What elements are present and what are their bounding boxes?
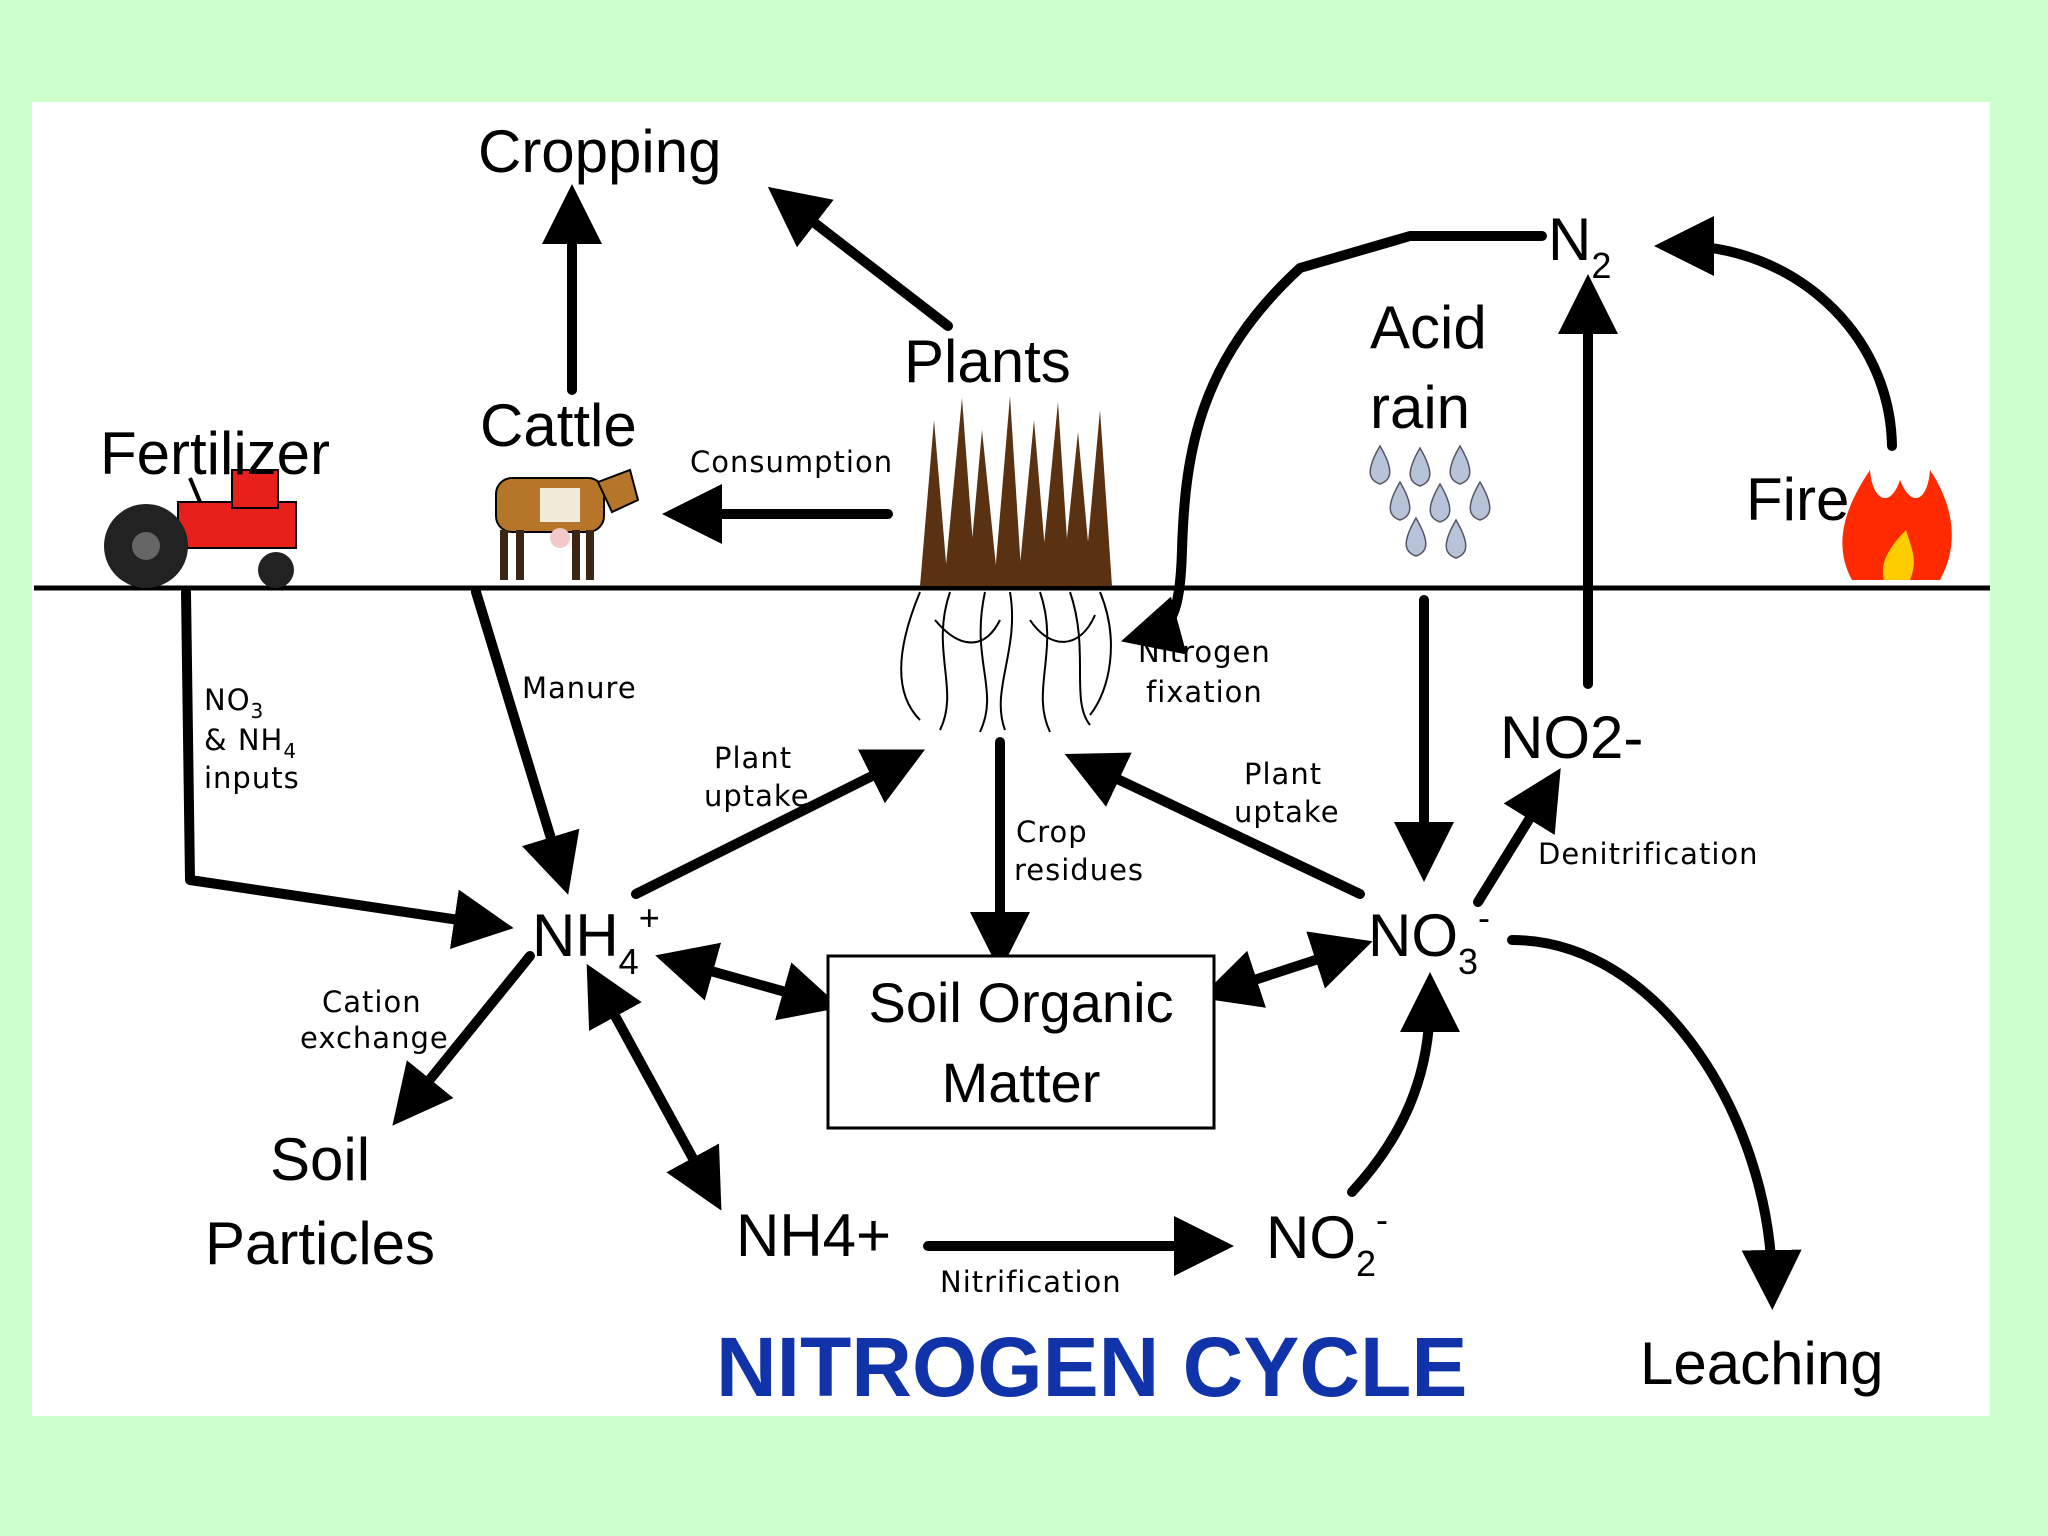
label-crop-residues-2: residues: [1014, 853, 1144, 887]
label-inputs-1: NO3: [204, 683, 264, 723]
label-leaching: Leaching: [1640, 1330, 1884, 1397]
arrow-plants-to-cropping: [767, 186, 953, 331]
label-no3: NO3-: [1368, 897, 1490, 982]
label-inputs-2: & NH4: [204, 723, 297, 763]
diagram-title: NITROGEN CYCLE: [716, 1320, 1467, 1414]
label-acid-rain-1: Acid: [1370, 294, 1487, 361]
label-plant-uptake-right-2: uptake: [1234, 795, 1340, 829]
arrow-cation-exchange: [392, 951, 535, 1126]
label-cation-exchange-1: Cation: [322, 985, 422, 1019]
label-nh4: NH4+: [532, 897, 660, 982]
label-manure: Manure: [522, 671, 637, 705]
arrow-nh4-nh4plus: [586, 963, 722, 1211]
label-soil-particles-2: Particles: [205, 1210, 435, 1277]
label-consumption: Consumption: [690, 445, 893, 479]
soil-organic-matter-box: [826, 954, 1216, 1130]
label-som-2: Matter: [942, 1051, 1101, 1114]
fire-icon: [1842, 470, 1952, 580]
label-nitrogen-fixation-2: fixation: [1146, 675, 1263, 709]
arrow-fertilizer-to-nh4: [181, 587, 514, 949]
raindrops-icon: [1369, 444, 1491, 559]
plants-icon: [920, 396, 1112, 586]
roots-icon: [900, 591, 1112, 733]
arrow-plant-uptake-right: [1064, 752, 1365, 899]
arrow-leaching: [1507, 935, 1802, 1310]
arrow-manure: [471, 587, 580, 895]
label-plants: Plants: [904, 328, 1071, 395]
label-fire: Fire: [1746, 466, 1849, 533]
label-denitrification: Denitrification: [1538, 837, 1759, 871]
diagram-panel: [32, 102, 1990, 1416]
label-no2-bottom: NO2-: [1266, 1199, 1388, 1284]
label-no2-minus: NO2-: [1500, 704, 1643, 771]
label-plant-uptake-left-1: Plant: [714, 741, 792, 775]
label-soil-particles-1: Soil: [270, 1126, 370, 1193]
arrow-nitrogen-fixation: [1120, 231, 1547, 655]
label-cropping: Cropping: [478, 118, 722, 185]
tractor-icon: [104, 469, 297, 588]
label-acid-rain-2: rain: [1370, 374, 1470, 441]
label-fertilizer: Fertilizer: [100, 420, 330, 487]
label-n2: N2: [1548, 206, 1611, 286]
arrow-nh4-som: [655, 942, 841, 1021]
arrow-no2-to-no3: [1347, 972, 1460, 1197]
arrow-fire-to-n2: [1654, 216, 1897, 451]
label-nitrogen-fixation-1: Nitrogen: [1138, 635, 1271, 669]
label-plant-uptake-right-1: Plant: [1244, 757, 1322, 791]
label-som-1: Soil Organic: [868, 971, 1173, 1034]
label-nh4-plus-bottom: NH4+: [736, 1202, 891, 1269]
label-cattle: Cattle: [480, 392, 637, 459]
label-cation-exchange-2: exchange: [300, 1021, 449, 1055]
label-crop-residues-1: Crop: [1016, 815, 1088, 849]
arrow-plant-uptake-left: [631, 749, 926, 899]
cow-icon: [495, 468, 640, 580]
label-nitrification: Nitrification: [940, 1265, 1122, 1299]
label-inputs-3: inputs: [204, 761, 300, 795]
label-plant-uptake-left-2: uptake: [704, 779, 810, 813]
arrow-som-no3: [1199, 931, 1373, 1008]
arrow-denitrification: [1473, 768, 1561, 907]
